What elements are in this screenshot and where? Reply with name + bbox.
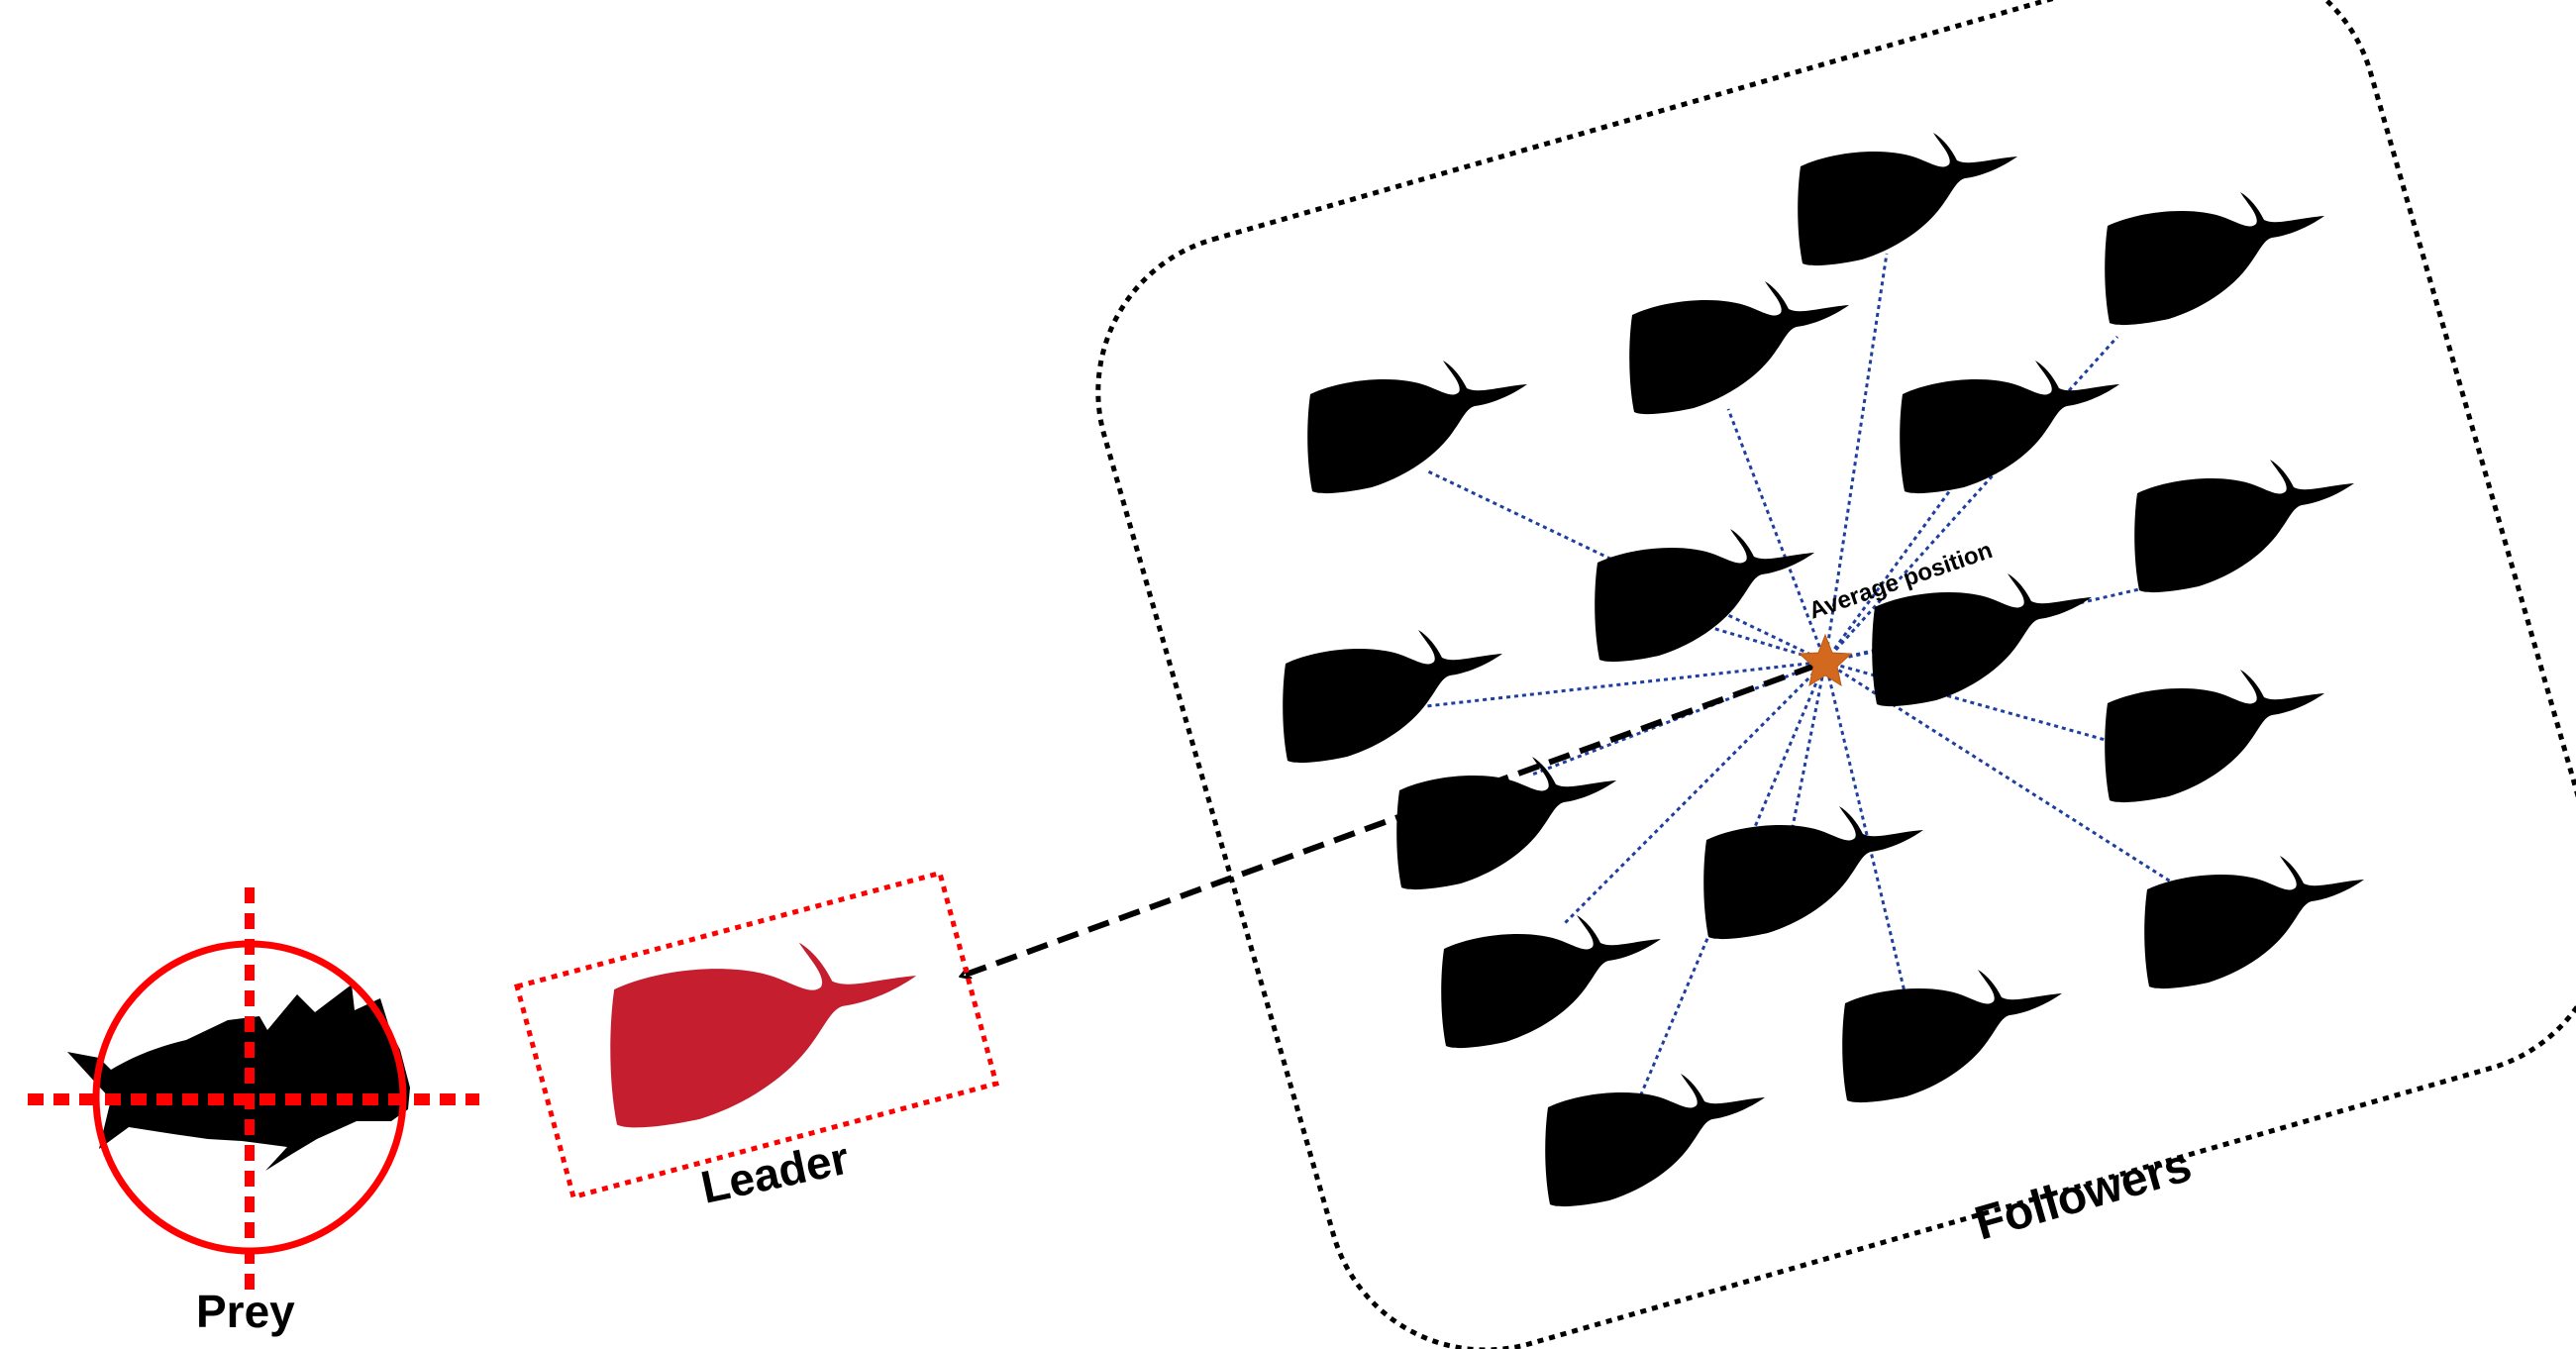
follower-whale-icon bbox=[2144, 856, 2364, 989]
prey-group: Prey bbox=[28, 887, 479, 1337]
followers-group-border bbox=[1095, 0, 2576, 1349]
follower-whale-icon bbox=[1283, 630, 1502, 764]
follower-whale-icon bbox=[1629, 281, 1849, 415]
follower-whale-icon bbox=[2105, 192, 2324, 326]
prey-label: Prey bbox=[196, 1286, 295, 1337]
connection-line bbox=[1823, 253, 1889, 663]
prey-fish-icon bbox=[67, 985, 410, 1171]
follower-whale-icon bbox=[1900, 361, 2119, 494]
follower-whale-icon bbox=[1798, 133, 2017, 266]
follower-whale-icon bbox=[2105, 670, 2324, 803]
connection-line bbox=[1425, 660, 1826, 708]
follower-whale-icon bbox=[1703, 806, 1923, 940]
connection-line bbox=[1531, 660, 1826, 777]
leader-group: Leader bbox=[513, 870, 1000, 1213]
connection-line bbox=[1427, 469, 1826, 664]
leader-whale-icon bbox=[610, 942, 917, 1128]
follower-whale-icon bbox=[2134, 460, 2354, 593]
connection-line bbox=[1790, 661, 1827, 833]
follower-whale-icon bbox=[1441, 915, 1661, 1049]
leader-box bbox=[513, 870, 1000, 1200]
connection-line bbox=[1823, 335, 2119, 664]
follower-whale-icon bbox=[1545, 1074, 1765, 1207]
connection-line bbox=[1823, 661, 1910, 1009]
average-position-star-icon bbox=[1798, 633, 1853, 687]
follower-whale-icon bbox=[1307, 361, 1527, 494]
followers-label: Followers bbox=[1969, 1139, 2197, 1251]
follower-whale-icon bbox=[1842, 970, 2062, 1103]
connection-line bbox=[1726, 408, 1827, 663]
connection-line bbox=[1562, 660, 1827, 926]
average-to-leader-arrow bbox=[963, 663, 1817, 976]
